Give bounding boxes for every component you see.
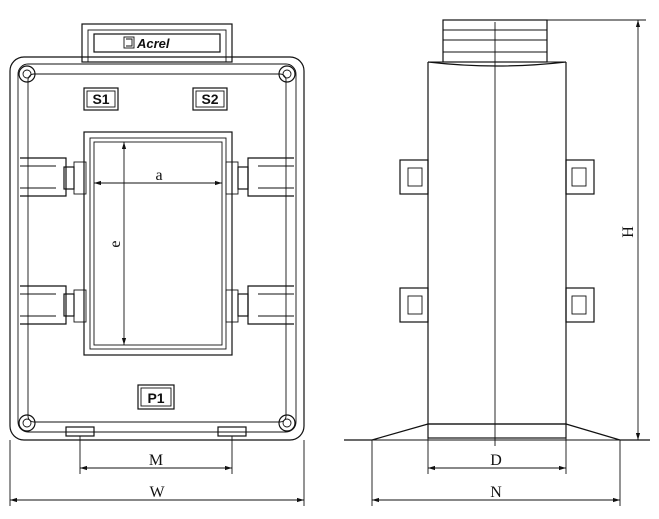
busbar-window: [83, 131, 233, 356]
base-block: [427, 423, 567, 439]
housing-face: [27, 73, 287, 423]
screw-icon: [278, 414, 296, 432]
housing-inner-edge: [17, 63, 297, 433]
housing-outline: [9, 56, 305, 441]
terminal-p1-label: P1: [147, 390, 164, 406]
corner-screws: [18, 65, 296, 432]
terminal-s1: S1: [83, 87, 119, 111]
dimension-w-label: W: [149, 484, 165, 501]
dimension-d-label: D: [490, 452, 502, 469]
side-view: D N H: [344, 19, 650, 506]
nameplate-tab: Acrel: [81, 23, 233, 63]
mounting-clips: [20, 157, 294, 325]
dimension-a-label: a: [155, 167, 162, 184]
front-view: Acrel S1 S2: [9, 23, 305, 506]
terminal-s2-label: S2: [201, 91, 218, 107]
dimension-h-label: H: [620, 226, 637, 238]
body-top-edge: [427, 61, 567, 67]
terminal-s2: S2: [192, 87, 228, 111]
acrel-logo-icon: [123, 36, 135, 49]
mounting-feet: [65, 426, 247, 437]
terminal-p1: P1: [137, 384, 175, 410]
screw-icon: [278, 65, 296, 83]
dimension-n-label: N: [490, 484, 502, 501]
screw-icon: [18, 65, 36, 83]
screw-icon: [282, 69, 292, 79]
terminal-s1-label: S1: [92, 91, 109, 107]
brand-logo-text: Acrel: [136, 36, 170, 51]
screw-icon: [22, 69, 32, 79]
side-clips: [399, 159, 595, 323]
screw-icon: [18, 414, 36, 432]
dimension-m-label: M: [149, 452, 163, 469]
dimension-e-label: e: [107, 240, 124, 247]
screw-icon: [22, 418, 32, 428]
screw-icon: [282, 418, 292, 428]
